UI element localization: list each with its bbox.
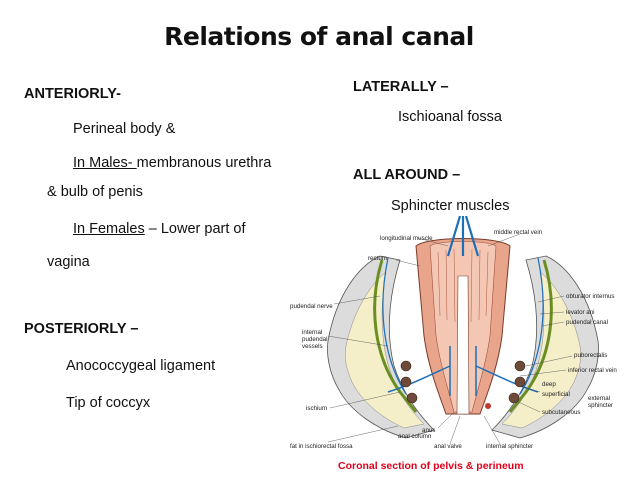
label-rectum: rectum (368, 255, 387, 262)
label-fat-in-ischiorectal-fossa: fat in ischiorectal fossa (290, 443, 353, 450)
label-obturator-internus: obturator internus (566, 293, 615, 300)
label-internal-pudendal-vessels-2: pudendal (302, 336, 327, 343)
laterally-heading: LATERALLY – (353, 79, 449, 95)
anal-canal-coronal-section-diagram: longitudinal muscle middle rectal vein r… (290, 216, 617, 450)
label-internal-sphincter: internal sphincter (486, 443, 533, 450)
posteriorly-line-coccyx: Tip of coccyx (66, 395, 151, 411)
anteriorly-heading: ANTERIORLY- (24, 86, 121, 102)
label-puborectalis: puborectalis (574, 352, 607, 359)
label-internal-pudendal-vessels-1: internal (302, 329, 322, 336)
label-deep: deep (542, 381, 556, 388)
label-pudendal-nerve: pudendal nerve (290, 303, 333, 310)
slide-title: Relations of anal canal (164, 22, 474, 51)
label-internal-pudendal-vessels-3: vessels (302, 343, 323, 350)
anteriorly-line-perineal-body: Perineal body & (73, 121, 176, 137)
females-label: In Females (73, 221, 145, 237)
anteriorly-females-line: In Females – Lower part of (73, 221, 245, 237)
label-external-sphincter-1: external (588, 395, 610, 402)
label-middle-rectal-vein: middle rectal vein (494, 229, 543, 236)
all-around-line-sphincter: Sphincter muscles (391, 198, 510, 214)
label-longitudinal-muscle: longitudinal muscle (380, 235, 433, 242)
anteriorly-line-bulb: & bulb of penis (47, 184, 143, 200)
label-pudendal-canal: pudendal canal (566, 319, 608, 326)
all-around-heading: ALL AROUND – (353, 167, 461, 183)
label-inferior-rectal-vein: inferior rectal vein (568, 367, 617, 374)
label-anus: anus (422, 427, 435, 434)
label-levator-ani: levator ani (566, 309, 595, 316)
posteriorly-line-ligament: Anococcygeal ligament (66, 358, 216, 374)
anteriorly-males-line: In Males- membranous urethra (73, 155, 271, 171)
label-anal-column: anal column (398, 433, 432, 440)
label-external-sphincter-2: sphincter (588, 402, 613, 409)
females-text: – Lower part of (144, 221, 246, 237)
label-anal-valve: anal valve (434, 443, 462, 450)
posteriorly-heading: POSTERIORLY – (24, 321, 139, 337)
label-superficial: superficial (542, 391, 570, 398)
males-label: In Males- (73, 155, 137, 171)
figure-caption: Coronal section of pelvis & perineum (338, 460, 524, 472)
anteriorly-line-vagina: vagina (47, 254, 90, 270)
label-subcutaneous: subcutaneous (542, 409, 581, 416)
laterally-line-fossa: Ischioanal fossa (398, 109, 502, 125)
label-ischium: ischium (306, 405, 327, 412)
males-text: membranous urethra (136, 155, 272, 171)
